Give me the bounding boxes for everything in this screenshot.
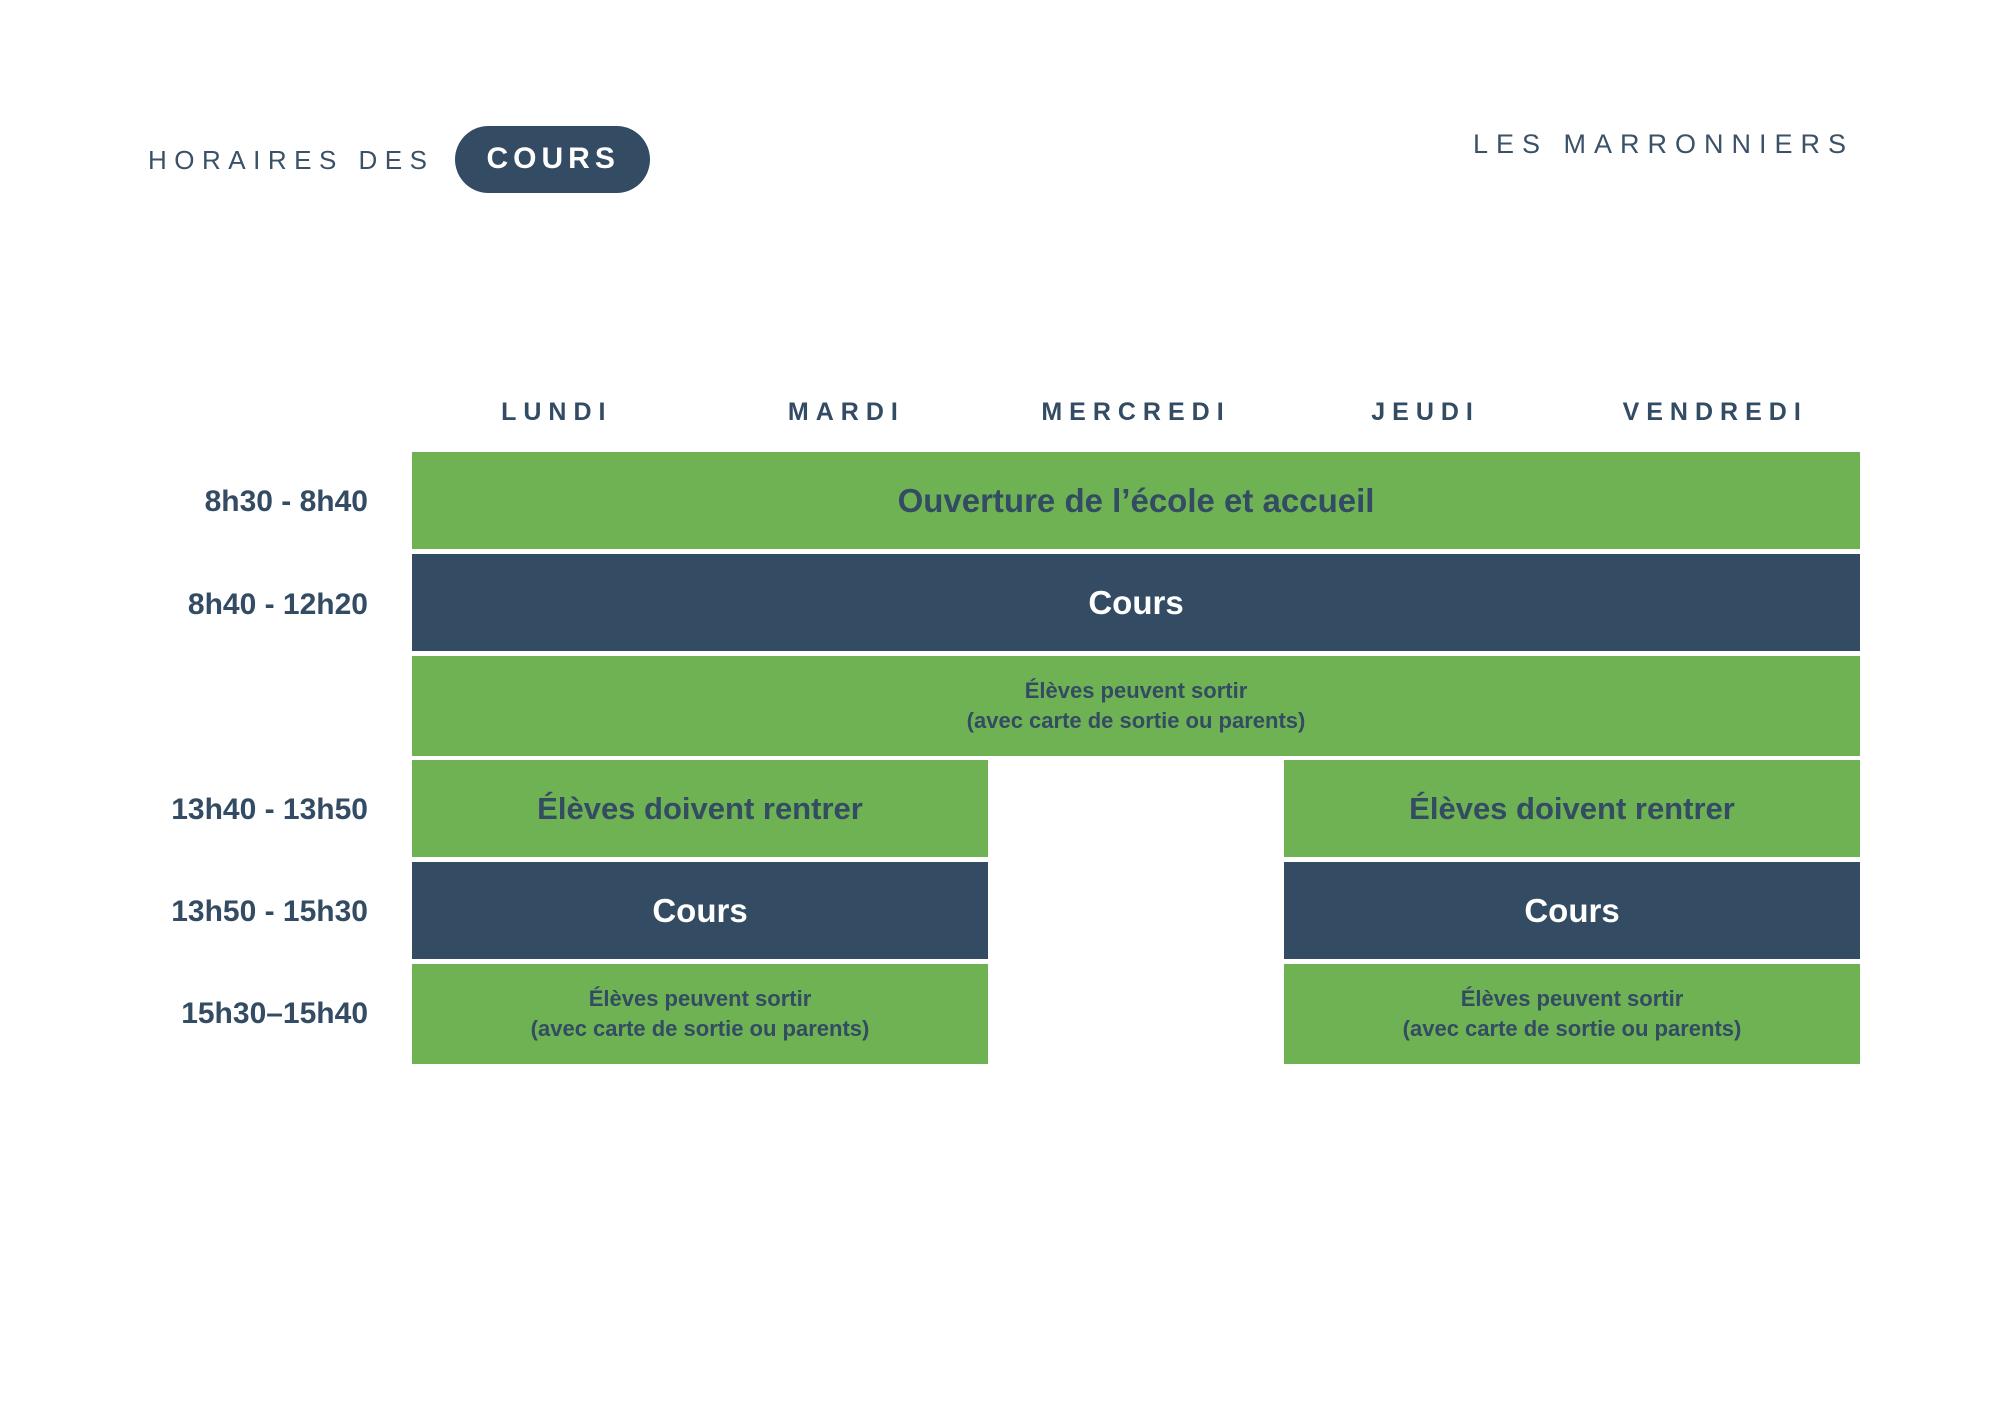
band-evening-exit-right: Élèves peuvent sortir (avec carte de sor… [1284, 964, 1860, 1064]
band-evening-exit-right-line2: (avec carte de sortie ou parents) [1402, 1016, 1742, 1041]
day-header-lundi: Lundi [501, 398, 613, 426]
band-evening-exit-left: Élèves peuvent sortir (avec carte de sor… [412, 964, 988, 1064]
band-morning-lessons-label: Cours [1088, 583, 1184, 621]
day-header-vendredi: Vendredi [1622, 398, 1808, 426]
page-header: Horaires des Cours Les Marronniers [0, 0, 2000, 250]
band-return-right-label: Élèves doivent rentrer [1409, 790, 1735, 826]
band-morning-lessons: Cours [412, 554, 1860, 651]
band-opening-label: Ouverture de l’école et accueil [897, 481, 1375, 519]
band-afternoon-lessons-right: Cours [1284, 862, 1860, 959]
band-return-left-label: Élèves doivent rentrer [537, 790, 863, 826]
time-label-1350-1530: 13h50 - 15h30 [171, 895, 368, 928]
day-header-mardi: Mardi [787, 398, 905, 426]
time-label-1340-1350: 13h40 - 13h50 [171, 793, 368, 826]
band-return-right: Élèves doivent rentrer [1284, 760, 1860, 857]
band-evening-exit-left-line2: (avec carte de sortie ou parents) [530, 1016, 870, 1041]
page-title-pretitle: Horaires des [148, 144, 435, 175]
school-name: Les Marronniers [1472, 129, 1854, 159]
band-evening-exit-right-line1: Élèves peuvent sortir [1460, 986, 1684, 1012]
band-evening-exit-left-line1: Élèves peuvent sortir [588, 986, 812, 1012]
band-midday-exit-line1: Élèves peuvent sortir [1024, 678, 1248, 704]
day-header-mercredi: Mercredi [1041, 398, 1231, 426]
time-label-1530-1540: 15h30–15h40 [181, 997, 368, 1030]
day-header-row: Lundi Mardi Mercredi Jeudi Vendredi [412, 392, 1860, 432]
brand-lockup: Horaires des Cours [148, 126, 650, 193]
time-label-0830-0840: 8h30 - 8h40 [204, 485, 368, 518]
band-midday-exit: Élèves peuvent sortir (avec carte de sor… [412, 656, 1860, 756]
time-label-0840-1220: 8h40 - 12h20 [187, 588, 368, 621]
page-title-pill-cours: Cours [454, 126, 650, 193]
band-opening-accueil: Ouverture de l’école et accueil [412, 452, 1860, 549]
band-return-left: Élèves doivent rentrer [412, 760, 988, 857]
band-afternoon-lessons-left-label: Cours [652, 891, 748, 929]
day-header-jeudi: Jeudi [1371, 398, 1480, 426]
band-afternoon-lessons-left: Cours [412, 862, 988, 959]
band-afternoon-lessons-right-label: Cours [1524, 891, 1620, 929]
band-midday-exit-line2: (avec carte de sortie ou parents) [966, 708, 1306, 733]
